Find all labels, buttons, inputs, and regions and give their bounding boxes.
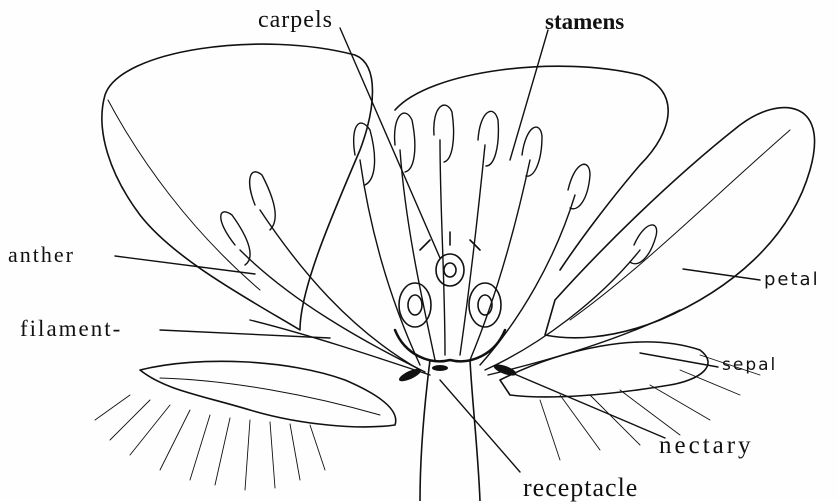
label-stamens: stamens [545, 10, 624, 33]
right-petal [545, 108, 815, 338]
label-receptacle: receptacle [523, 475, 638, 501]
receptacle-stem [420, 360, 480, 501]
leader-receptacle [440, 380, 520, 472]
label-anther: anther [8, 244, 75, 266]
left-sepal-vein [160, 378, 380, 415]
leader-carpels [340, 28, 440, 258]
label-filament: filament- [20, 317, 122, 340]
leader-petal [683, 269, 760, 280]
carpels-cluster [395, 232, 505, 361]
leader-lines [115, 28, 760, 472]
left-hairs [95, 395, 325, 490]
label-nectary: nectary [659, 433, 754, 458]
label-sepal: sepal [722, 357, 777, 374]
left-petal [102, 44, 373, 330]
label-carpels: carpels [258, 8, 333, 32]
leader-filament [160, 330, 330, 338]
leader-nectary [505, 370, 665, 438]
back-petal [395, 66, 668, 270]
left-sepal [140, 361, 396, 427]
left-petal-edge [108, 100, 260, 290]
label-petal: petal [764, 271, 820, 289]
leader-anther [115, 256, 255, 274]
right-sepal [500, 342, 708, 397]
right-petal-vein [570, 130, 790, 320]
